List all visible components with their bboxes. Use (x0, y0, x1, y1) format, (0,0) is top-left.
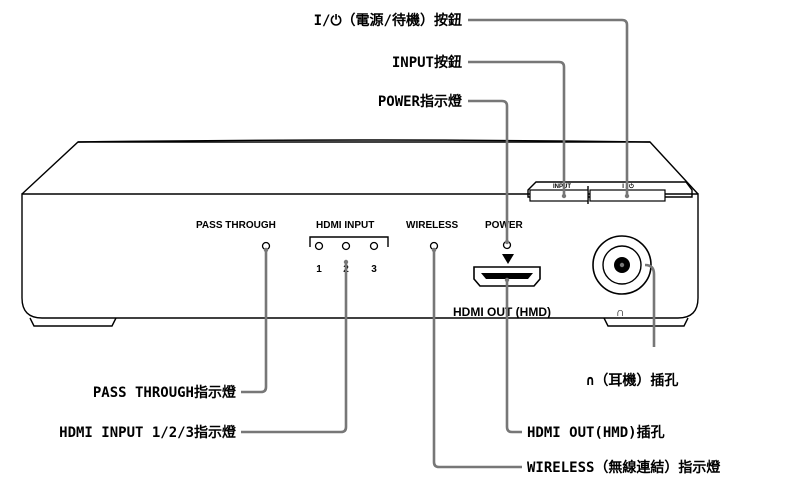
pass-through-indicator-callout: PASS THROUGH指示燈 (93, 384, 237, 401)
hdmi-input-led-2 (341, 241, 351, 251)
hdmi-input-led-3 (369, 241, 379, 251)
hdmi-out-panel-label: HDMI OUT (HMD) (453, 305, 551, 319)
input-button[interactable] (529, 189, 589, 202)
wireless-panel-label: WIRELESS (406, 220, 459, 231)
headphone-panel-symbol: ∩ (616, 305, 625, 319)
power-button-callout: I/⏻（電源/待機）按鈕 (314, 12, 462, 29)
power-panel-label: POWER (485, 220, 524, 231)
hdmi-input-indicator-callout: HDMI INPUT 1/2/3指示燈 (59, 424, 237, 441)
hdmi-input-led-1 (314, 241, 324, 251)
device-body (21, 139, 699, 327)
hdmi-input-panel-label: HDMI INPUT (316, 220, 374, 231)
input-button-label: INPUT (553, 184, 571, 190)
wireless-indicator-callout: WIRELESS（無線連結）指示燈 (527, 459, 721, 476)
hdmi-out-jack-callout: HDMI OUT(HMD)插孔 (527, 424, 665, 441)
hdmi-out-port (473, 254, 541, 287)
power-indicator-callout: POWER指示燈 (378, 93, 463, 110)
pass-through-panel-label: PASS THROUGH (196, 220, 276, 231)
headphone-jack-callout: ∩（耳機）插孔 (586, 372, 678, 389)
hdmi-input-number-1: 1 (316, 264, 322, 275)
hdmi-input-number-3: 3 (371, 264, 377, 275)
leader-lines (241, 18, 656, 469)
input-button-callout: INPUT按鈕 (392, 54, 462, 71)
hdmi-input-bracket (309, 236, 389, 247)
hdmi-arrow-icon (502, 254, 514, 264)
top-buttons: INPUT I / ⏻ (527, 181, 693, 204)
